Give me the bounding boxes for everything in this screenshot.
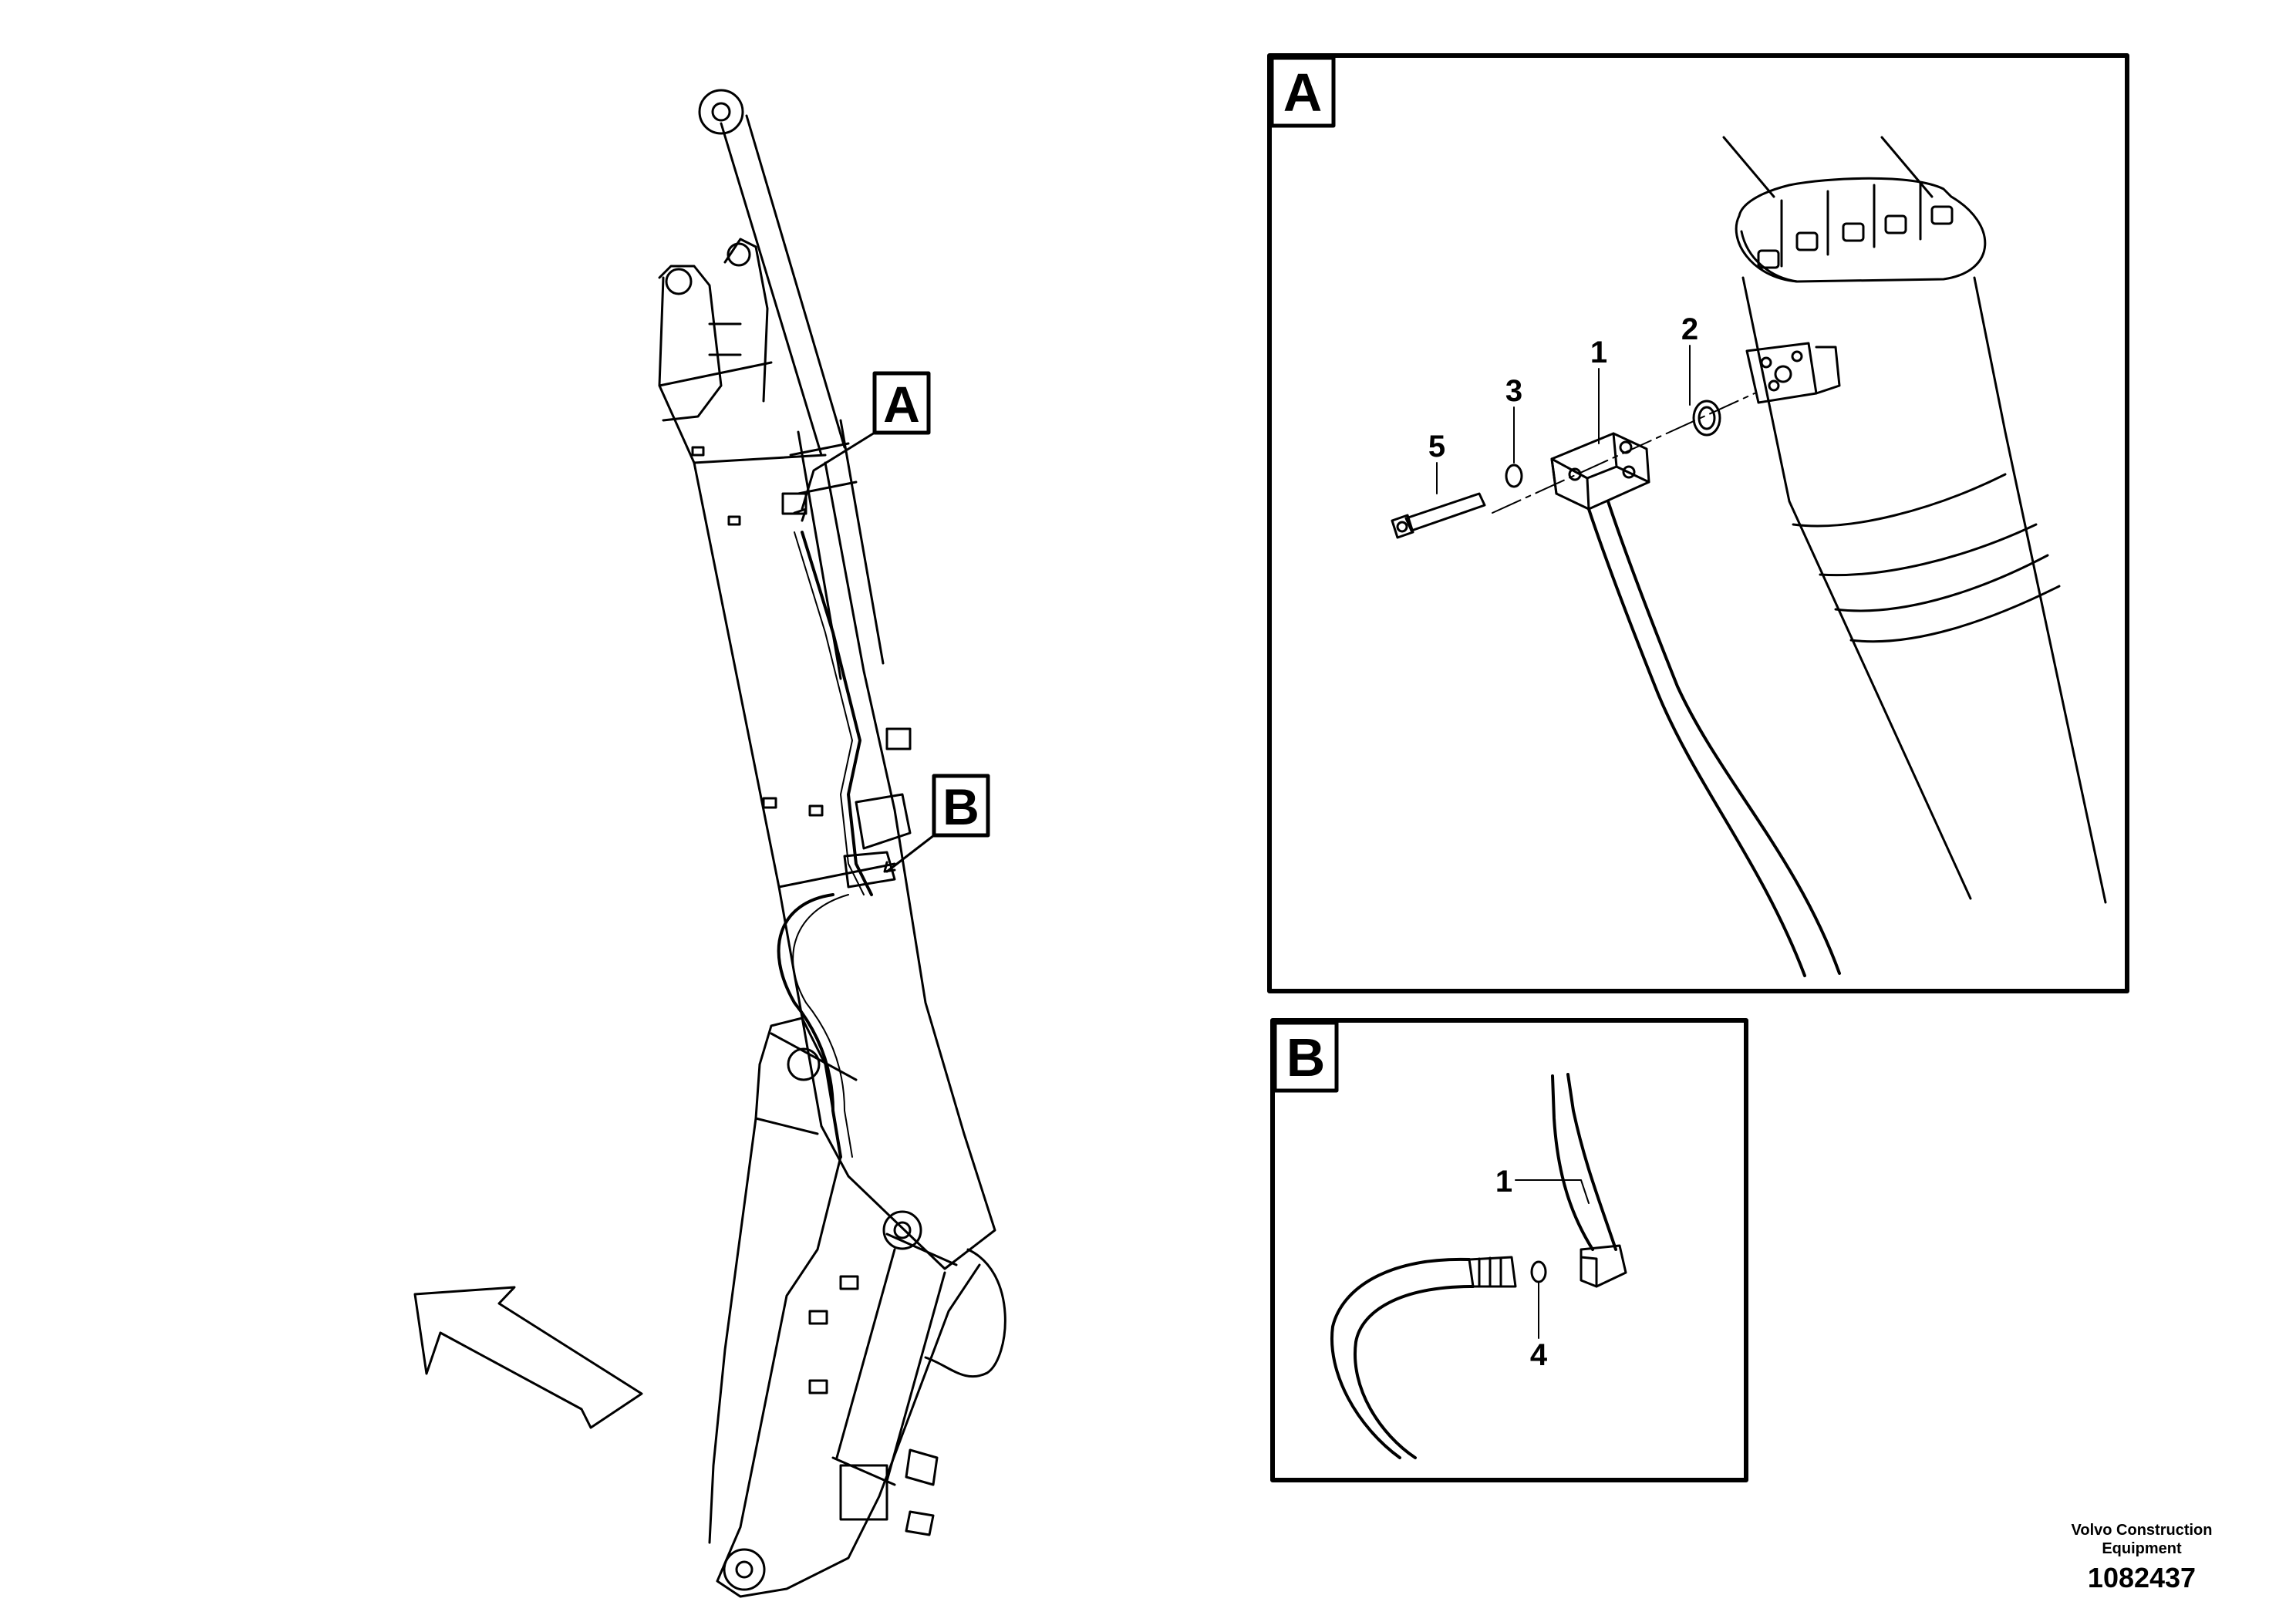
detail-a-title: A (1283, 62, 1323, 123)
company-name-line1: Volvo Construction (2071, 1522, 2213, 1539)
direction-arrow (413, 1286, 643, 1429)
callout-a-5: 5 (1428, 430, 1445, 464)
detail-b-label-box (1273, 1020, 1339, 1093)
callout-b-1: 1 (1495, 1165, 1512, 1199)
callout-a-2: 2 (1681, 312, 1698, 346)
main-label-b: B (942, 778, 979, 835)
publisher-footer: Volvo Construction Equipment 1082437 (2041, 1521, 2242, 1595)
callout-a-1: 1 (1590, 336, 1607, 369)
detail-b-title: B (1286, 1027, 1326, 1088)
detail-a-cylinder (1722, 136, 2107, 904)
boom-assembly (658, 89, 1006, 1598)
detail-a-parts (1391, 393, 1841, 977)
detail-b-parts (1330, 1073, 1627, 1459)
callout-a-3: 3 (1505, 374, 1522, 408)
company-name-line2: Equipment (2102, 1540, 2182, 1557)
detail-a-frame (1267, 53, 2129, 993)
detail-a-label-box (1269, 56, 1336, 128)
main-label-b-box (932, 774, 990, 838)
drawing-number: 1082437 (2087, 1562, 2197, 1593)
main-label-a-box (872, 371, 931, 435)
main-label-a: A (883, 376, 920, 433)
detail-b-frame (1270, 1018, 1748, 1482)
callout-b-4: 4 (1530, 1338, 1548, 1372)
